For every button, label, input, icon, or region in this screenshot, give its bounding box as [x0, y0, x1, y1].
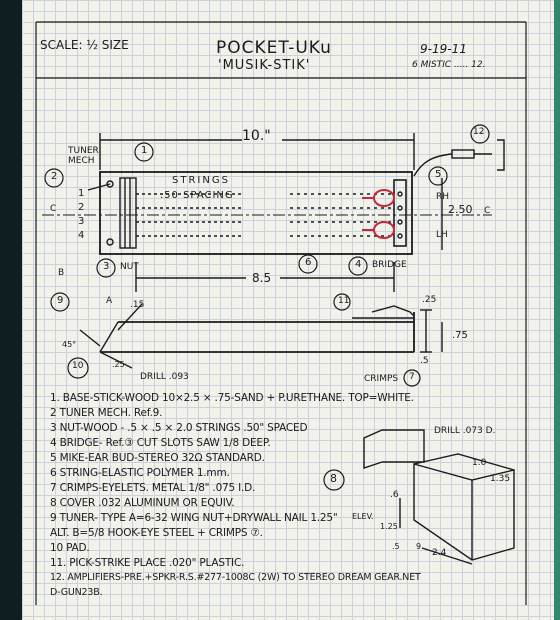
parts-list-item-3: 3 NUT-WOOD - .5 × .5 × 2.0 STRINGS .50" …	[50, 422, 308, 434]
parts-list-item-9: 9 TUNER- TYPE A=6-32 WING NUT+DRYWALL NA…	[50, 512, 338, 524]
parts-list: 1. BASE-STICK-WOOD 10×2.5 × .75-SAND + P…	[50, 392, 520, 604]
callout-5: 5	[435, 169, 442, 180]
width-dimension: 2.50	[448, 203, 473, 216]
parts-list-item-6: 6 STRING-ELASTIC POLYMER 1.mm.	[50, 467, 230, 479]
graph-paper-sheet: SCALE: ½ SIZE POCKET-UKu 'MUSIK-STIK' 9-…	[22, 0, 554, 620]
callout-2: 2	[51, 171, 58, 182]
bridge-label: BRIDGE	[372, 260, 407, 270]
callout-a: A	[106, 296, 113, 306]
callout-11: 11	[338, 296, 350, 306]
rh-label: RH	[436, 192, 450, 202]
drill-093: DRILL .093	[140, 372, 189, 382]
parts-list-item-12: 12. AMPLIFIERS-PRE.+SPKR-R.S.#277-1008C …	[50, 572, 421, 583]
scale-length-dimension: 8.5	[252, 271, 272, 285]
parts-list-item-10: 10 PAD.	[50, 542, 90, 554]
crimps-label: CRIMPS	[364, 374, 399, 384]
string-number-1: 1	[78, 188, 85, 199]
callout-3: 3	[103, 261, 110, 272]
centerline-left: C	[50, 204, 57, 214]
cover-dim-1-0: 1.0	[472, 458, 487, 468]
callout-10: 10	[72, 361, 84, 371]
cover-dim-5: .5	[392, 542, 400, 551]
callout-7: 7	[409, 372, 415, 382]
parts-list-item-8: 8 COVER .032 ALUMINUM OR EQUIV.	[50, 497, 235, 509]
drawing-title: POCKET-UKu	[216, 38, 332, 58]
string-number-3: 3	[78, 216, 85, 227]
dim-15: .15	[130, 300, 145, 310]
parts-list-item-11: 11. PICK-STRIKE PLACE .020" PLASTIC.	[50, 557, 245, 569]
tuner-mech-label: TUNER MECH	[68, 146, 99, 166]
parts-list-item-9-alt: ALT. B=5/8 HOOK-EYE STEEL + CRIMPS ⑦.	[50, 527, 263, 539]
technical-drawing	[35, 21, 527, 605]
nut-label: NUT	[120, 262, 139, 272]
cover-dim-1-35: 1.35	[490, 474, 511, 484]
drawing-date: 9-19-11	[420, 42, 467, 56]
spacing-label: .50 SPACING	[160, 190, 234, 201]
strings-label: STRINGS	[172, 175, 230, 186]
callout-6: 6	[305, 257, 312, 268]
string-number-4: 4	[78, 230, 85, 241]
dim-75: .75	[452, 330, 468, 341]
length-dimension: 10."	[242, 128, 271, 144]
scale-note: SCALE: ½ SIZE	[40, 38, 129, 52]
callout-4: 4	[355, 259, 362, 270]
callout-1: 1	[141, 145, 148, 156]
callout-b: B	[58, 268, 65, 278]
parts-list-item-5: 5 MIKE-EAR BUD-STEREO 32Ω STANDARD.	[50, 452, 265, 464]
callout-12: 12	[473, 127, 485, 137]
cover-dim-1-25: 1.25	[380, 522, 398, 531]
drawing-subtitle: 'MUSIK-STIK'	[218, 58, 311, 73]
parts-list-item-7: 7 CRIMPS-EYELETS. METAL 1/8" .075 I.D.	[50, 482, 256, 494]
parts-list-item-4: 4 BRIDGE- Ref.③ CUT SLOTS SAW 1/8 DEEP.	[50, 437, 271, 449]
cover-dim-9: 9	[416, 542, 422, 551]
callout-8: 8	[330, 472, 337, 485]
parts-list-item-1: 1. BASE-STICK-WOOD 10×2.5 × .75-SAND + P…	[50, 392, 414, 404]
dim-25-top: .25	[422, 295, 437, 305]
cover-dim-6: .6	[390, 490, 399, 500]
cover-elev: ELEV.	[352, 512, 374, 521]
dim-5: .5	[420, 356, 429, 366]
parts-list-item-2: 2 TUNER MECH. Ref.9.	[50, 407, 163, 419]
parts-list-item-12-cont: D-GUN23B.	[50, 587, 103, 598]
background-left	[0, 0, 22, 620]
drawing-author: 6 MISTIC ..... 12.	[412, 60, 486, 70]
centerline-right: C	[484, 206, 491, 216]
dim-25-bottom: .25	[112, 360, 125, 369]
string-number-2: 2	[78, 202, 85, 213]
cover-drill-label: DRILL .073 D.	[434, 426, 496, 436]
cover-dim-2-4: 2.4	[432, 548, 447, 558]
angle-45: 45°	[62, 340, 77, 349]
lh-label: LH	[436, 230, 448, 240]
callout-9: 9	[57, 295, 64, 306]
